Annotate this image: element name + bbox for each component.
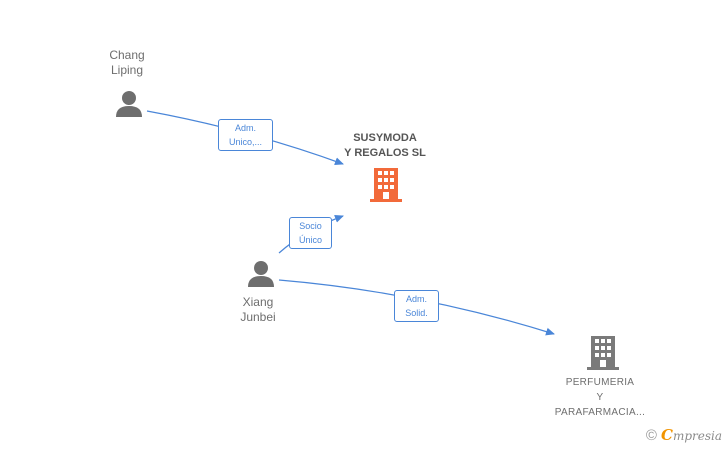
company-name-line: PARAFARMACIA... <box>554 407 646 418</box>
edge-label-xiang-main-role[interactable]: Socio Único <box>289 217 332 249</box>
copyright-icon: © <box>645 426 657 444</box>
person-icon[interactable] <box>248 261 274 287</box>
company-name-perfumeria[interactable]: PERFUMERIA Y PARAFARMACIA... <box>548 375 652 420</box>
edge-label-line: Adm. <box>234 123 256 133</box>
edge-label-line: Unico,... <box>228 137 262 147</box>
edge-label-xiang-perfumeria-role[interactable]: Adm. Solid. <box>394 290 439 322</box>
brand-logo: © Cmpresia <box>646 426 722 444</box>
person-name-chang[interactable]: Chang Liping <box>97 48 157 78</box>
company-name-line: Y <box>596 392 604 403</box>
person-icon[interactable] <box>116 91 142 117</box>
brand-initial: C <box>660 426 673 444</box>
person-name-line: Liping <box>110 63 144 77</box>
person-name-xiang[interactable]: Xiang Junbei <box>228 295 288 325</box>
company-name-line: PERFUMERIA <box>565 377 635 388</box>
edge-label-line: Único <box>298 235 322 245</box>
edge-label-line: Solid. <box>405 308 428 318</box>
brand-name: mpresia <box>672 429 722 443</box>
edge-label-chang-role[interactable]: Adm. Unico,... <box>218 119 273 151</box>
building-icon[interactable] <box>587 336 619 370</box>
company-name-line: SUSYMODA <box>353 132 417 144</box>
edge-label-line: Adm. <box>405 294 427 304</box>
building-icon[interactable] <box>370 168 402 202</box>
company-name-line: Y REGALOS SL <box>344 147 426 159</box>
person-name-line: Junbei <box>240 310 276 324</box>
person-name-line: Xiang <box>242 295 274 309</box>
company-name-main[interactable]: SUSYMODA Y REGALOS SL <box>330 131 440 161</box>
edge-label-line: Socio <box>299 221 322 231</box>
person-name-line: Chang <box>109 48 145 62</box>
